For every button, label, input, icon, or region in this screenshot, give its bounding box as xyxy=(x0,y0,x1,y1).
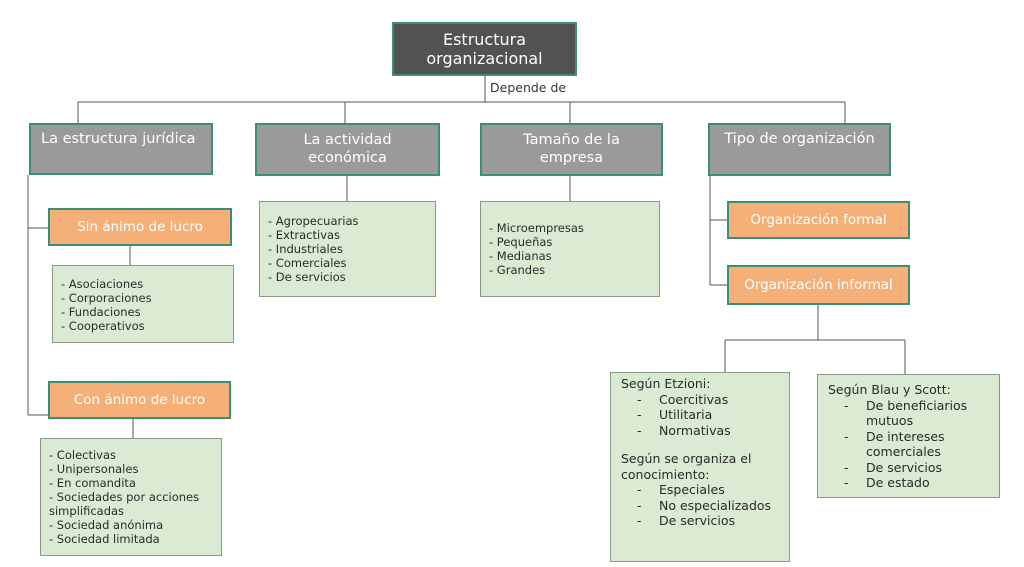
list-item: - Medianas xyxy=(489,249,552,263)
list-etzioni: Según Etzioni: -Coercitivas-Utilitaria-N… xyxy=(610,372,790,562)
category-tipo-label: Tipo de organización xyxy=(724,131,875,147)
list-item: -De beneficiarios mutuos xyxy=(844,397,968,429)
blau-heading: Según Blau y Scott: xyxy=(828,382,951,397)
list-tamano: - Microempresas- Pequeñas- Medianas- Gra… xyxy=(480,201,660,297)
list-item: -De estado xyxy=(844,475,930,490)
root-node: Estructura organizacional xyxy=(392,22,577,76)
blau-items: -De beneficiarios mutuos-De intereses co… xyxy=(828,398,989,491)
list-item: - Asociaciones xyxy=(61,277,144,291)
list-item: -De servicios xyxy=(637,513,736,528)
category-actividad-label: La actividad económica xyxy=(303,132,392,166)
informal-label: Organización informal xyxy=(744,276,893,293)
list-item: - Comerciales xyxy=(268,256,347,270)
list-item: - Corporaciones xyxy=(61,291,152,305)
list-item: - Grandes xyxy=(489,263,546,277)
list-actividad-items: - Agropecuarias- Extractivas- Industrial… xyxy=(268,214,427,284)
list-item: - De servicios xyxy=(268,270,346,284)
formal-label: Organización formal xyxy=(750,211,887,228)
list-item: - Microempresas xyxy=(489,221,584,235)
category-tamano: Tamaño de la empresa xyxy=(480,123,663,176)
con-animo-label: Con ánimo de lucro xyxy=(73,391,206,408)
root-link-label: Depende de xyxy=(490,80,567,95)
list-item: - Agropecuarias xyxy=(268,214,359,228)
list-con-animo: - Colectivas- Unipersonales- En comandit… xyxy=(40,438,222,556)
list-item: - En comandita xyxy=(49,476,136,490)
conocimiento-items: -Especiales-No especializados-De servici… xyxy=(621,482,779,529)
list-item: -Especiales xyxy=(637,482,725,497)
list-tamano-items: - Microempresas- Pequeñas- Medianas- Gra… xyxy=(489,221,651,277)
list-item: - Extractivas xyxy=(268,228,341,242)
list-item: - Sociedad limitada xyxy=(49,532,160,546)
list-item: -Coercitivas xyxy=(637,391,729,407)
list-sin-animo: - Asociaciones- Corporaciones- Fundacion… xyxy=(52,265,234,343)
etzioni-heading: Según Etzioni: xyxy=(621,376,711,391)
node-organizacion-formal: Organización formal xyxy=(727,201,910,239)
node-organizacion-informal: Organización informal xyxy=(727,265,910,305)
list-item: - Fundaciones xyxy=(61,305,141,319)
category-juridica-label: La estructura jurídica xyxy=(41,131,196,147)
list-item: - Unipersonales xyxy=(49,462,139,476)
etzioni-items: -Coercitivas-Utilitaria-Normativas xyxy=(621,392,779,439)
list-item: -Normativas xyxy=(637,422,731,438)
category-tipo: Tipo de organización xyxy=(708,123,891,176)
list-item: - Pequeñas xyxy=(489,235,553,249)
list-con-items: - Colectivas- Unipersonales- En comandit… xyxy=(49,448,213,546)
node-con-animo-lucro: Con ánimo de lucro xyxy=(48,381,231,419)
list-item: -Utilitaria xyxy=(637,407,713,422)
conocimiento-heading: Según se organiza el conocimiento: xyxy=(621,451,752,482)
list-item: -De servicios xyxy=(844,459,943,475)
list-item: - Colectivas xyxy=(49,448,117,462)
list-item: - Sociedades por acciones simplificadas xyxy=(49,490,200,518)
node-sin-animo-lucro: Sin ánimo de lucro xyxy=(48,208,232,246)
list-item: - Industriales xyxy=(268,242,343,256)
list-item: - Cooperativos xyxy=(61,319,145,333)
list-blau-scott: Según Blau y Scott: -De beneficiarios mu… xyxy=(817,374,1000,498)
list-actividad: - Agropecuarias- Extractivas- Industrial… xyxy=(259,201,436,297)
list-item: -No especializados xyxy=(637,497,772,513)
sin-animo-label: Sin ánimo de lucro xyxy=(77,218,203,235)
root-title: Estructura organizacional xyxy=(426,29,543,68)
list-sin-items: - Asociaciones- Corporaciones- Fundacion… xyxy=(61,277,225,333)
list-item: - Sociedad anónima xyxy=(49,518,164,532)
category-juridica: La estructura jurídica xyxy=(29,123,213,175)
category-tamano-label: Tamaño de la empresa xyxy=(523,132,620,166)
list-item: -De intereses comerciales xyxy=(844,428,945,460)
category-actividad: La actividad económica xyxy=(255,123,440,176)
